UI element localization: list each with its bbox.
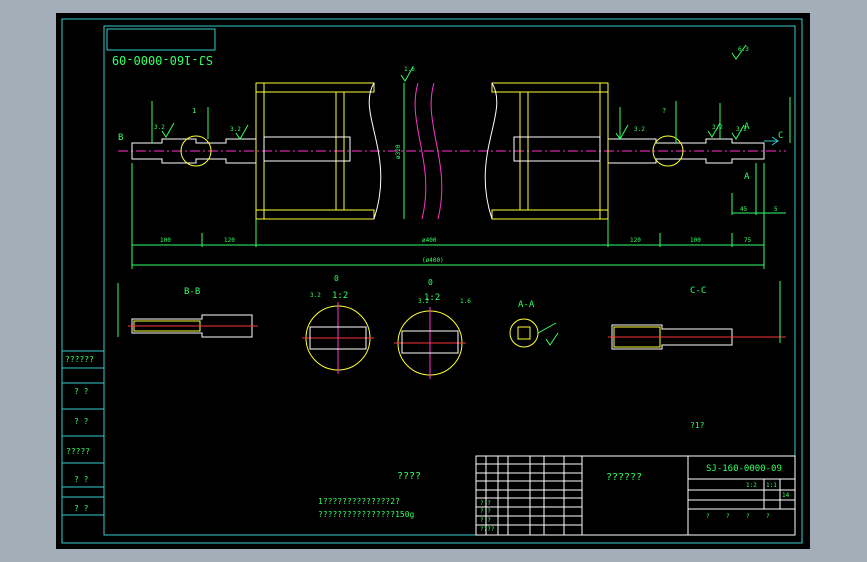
dim-100-right: 100 bbox=[690, 237, 701, 244]
section-bb-label: B-B bbox=[184, 287, 200, 297]
dim-100-left: 100 bbox=[160, 237, 171, 244]
dim-75: 75 bbox=[744, 237, 752, 244]
marker-det2: ? bbox=[662, 107, 666, 115]
side-label-5: ? ? bbox=[74, 475, 89, 484]
roughness-1: 3.2 bbox=[154, 124, 165, 131]
tb-count: 14 bbox=[782, 492, 790, 499]
engineering-drawing: SJ-160-0000-09 ?????? ? ? ? ? ????? ? ? … bbox=[61, 18, 803, 544]
outer-border bbox=[61, 18, 803, 544]
roughness-3: 3.2 bbox=[634, 126, 645, 133]
tb-part-name: ?????? bbox=[606, 472, 642, 483]
tb-sheet: 1:1 bbox=[766, 482, 777, 489]
tb-row-4: ???? bbox=[480, 526, 495, 533]
dim-120-right: 120 bbox=[630, 237, 641, 244]
section-d2-sub: 1:2 bbox=[424, 293, 440, 303]
notes-heading: ???? bbox=[397, 471, 421, 482]
tb-scale: 1:2 bbox=[746, 482, 757, 489]
side-table: ?????? ? ? ? ? ????? ? ? ? ? bbox=[61, 350, 105, 516]
side-label-2: ? ? bbox=[74, 387, 89, 396]
marker-det1: 1 bbox=[192, 107, 196, 115]
roughness-8: 3.2 bbox=[418, 298, 429, 305]
tb-row-1: ? ? bbox=[480, 500, 491, 507]
marker-c-right: C bbox=[778, 131, 783, 141]
dim-5: 5 bbox=[774, 206, 778, 213]
section-cc-label: C-C bbox=[690, 286, 706, 296]
tb-row-3: ? ? bbox=[480, 517, 491, 524]
dim-phi: ø320 bbox=[395, 144, 402, 159]
roughness-9: 1.6 bbox=[460, 298, 471, 305]
marker-a-right: A bbox=[744, 122, 750, 132]
tb-q-3: ? bbox=[746, 513, 750, 520]
roughness-5: 3.2 bbox=[736, 126, 747, 133]
tb-row-2: ? ? bbox=[480, 508, 491, 515]
roughness-top-right: 6.3 bbox=[738, 46, 749, 53]
notes-line-1: 1??????????????2? bbox=[318, 497, 400, 506]
inner-border bbox=[103, 25, 796, 536]
title-block: ? ? ? ? ? ? ???? ?????? SJ-160-0000-09 1… bbox=[475, 455, 796, 536]
technical-notes: ???? 1??????????????2? ????????????????1… bbox=[318, 471, 421, 519]
dim-45: 45 bbox=[740, 206, 748, 213]
section-d2-top: 0 bbox=[428, 278, 433, 287]
tb-q-4: ? bbox=[766, 513, 770, 520]
tb-q-1: ? bbox=[706, 513, 710, 520]
dim-120-left: 120 bbox=[224, 237, 235, 244]
tb-drawing-code: SJ-160-0000-09 bbox=[706, 464, 782, 474]
tb-q-2: ? bbox=[726, 513, 730, 520]
corner-code-box bbox=[106, 28, 216, 51]
side-label-4: ????? bbox=[66, 447, 90, 456]
corner-code: SJ-160-0000-09 bbox=[112, 53, 213, 67]
dim-mid: ø400 bbox=[422, 237, 437, 244]
side-label-3: ? ? bbox=[74, 417, 89, 426]
marker-b-left: B bbox=[118, 133, 123, 143]
section-views: B-B 0 1:2 3.2 0 1:2 3.2 1.6 A-A C-C bbox=[117, 274, 786, 379]
side-label-6: ? ? bbox=[74, 504, 89, 513]
section-d1-sub: 1:2 bbox=[332, 291, 348, 301]
notes-line-2: ????????????????150g bbox=[318, 510, 415, 519]
side-label-1: ?????? bbox=[65, 355, 94, 364]
dim-total: (ø400) bbox=[422, 257, 444, 264]
section-d1-top: 0 bbox=[334, 274, 339, 283]
misc-mark: ?1? bbox=[690, 421, 705, 430]
section-aa-label: A-A bbox=[518, 300, 535, 310]
roughness-6: 1.6 bbox=[404, 66, 415, 73]
roughness-7: 3.2 bbox=[310, 292, 321, 299]
roughness-4: 3.2 bbox=[712, 124, 723, 131]
marker-a-lower: A bbox=[744, 172, 750, 182]
main-view: ø320 1 ? B A C A 3.2 3.2 3.2 3.2 3.2 1.6… bbox=[118, 44, 791, 269]
roughness-2: 3.2 bbox=[230, 126, 241, 133]
cad-viewport[interactable]: SJ-160-0000-09 ?????? ? ? ? ? ????? ? ? … bbox=[56, 13, 810, 549]
